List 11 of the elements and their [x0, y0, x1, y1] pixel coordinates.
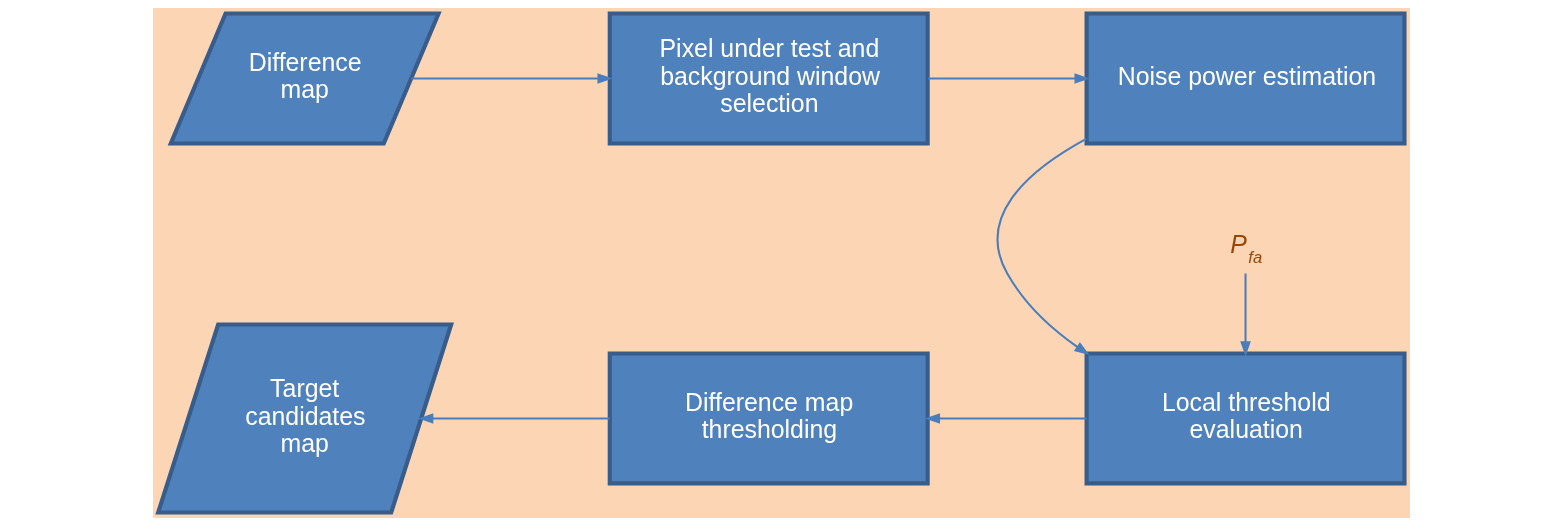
node-box: Difference map thresholding — [607, 351, 930, 486]
arrow — [417, 413, 610, 424]
node-box: Local threshold evaluation — [1084, 351, 1407, 486]
node-box: Noise power estimation — [1084, 11, 1407, 146]
node-box: Pixel under test and background window selection — [607, 11, 930, 146]
arrow — [996, 138, 1089, 356]
arrow — [924, 413, 1087, 424]
arrow — [1239, 273, 1251, 357]
arrow — [410, 73, 613, 84]
arrow — [927, 73, 1090, 84]
node-text: P$_{fa}$ — [1229, 230, 1262, 267]
